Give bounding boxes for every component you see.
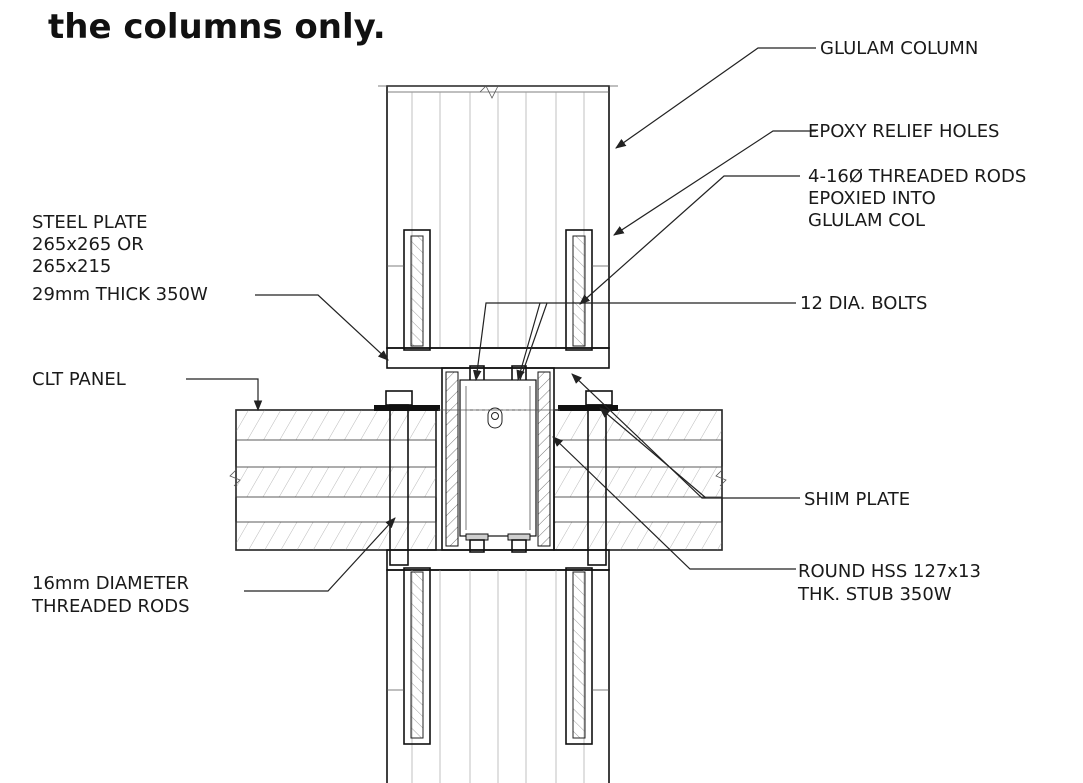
label-hss-line1: ROUND HSS 127x13 xyxy=(798,561,981,582)
label-steel-plate-line3: 265x215 xyxy=(32,256,111,277)
label-16mm-rods-line2: THREADED RODS xyxy=(31,596,190,617)
label-threaded-rods-line2: EPOXIED INTO xyxy=(808,188,936,209)
label-clt-panel: CLT PANEL xyxy=(32,369,126,390)
label-bolts: 12 DIA. BOLTS xyxy=(800,293,927,314)
callout-labels: GLULAM COLUMN EPOXY RELIEF HOLES 4-16Ø T… xyxy=(31,38,1026,617)
label-steel-plate-line2: 265x265 OR xyxy=(32,234,144,255)
clt-threaded-rods xyxy=(389,404,607,566)
label-16mm-rods-line1: 16mm DIAMETER xyxy=(32,573,189,594)
leader-lines xyxy=(186,47,816,592)
label-steel-plate-line4: 29mm THICK 350W xyxy=(32,284,208,305)
round-hss-stub xyxy=(438,367,560,551)
label-steel-plate-line1: STEEL PLATE xyxy=(32,212,148,233)
clt-panel xyxy=(229,409,727,551)
label-shim-plate: SHIM PLATE xyxy=(804,489,910,510)
label-hss-line2: THK. STUB 350W xyxy=(797,584,952,605)
bottom-steel-plate xyxy=(386,549,610,571)
label-glulam-column: GLULAM COLUMN xyxy=(820,38,978,59)
label-threaded-rods-line1: 4-16Ø THREADED RODS xyxy=(808,166,1026,187)
page-heading: the columns only. xyxy=(48,7,386,47)
bottom-bolts xyxy=(465,533,531,553)
label-threaded-rods-line3: GLULAM COL xyxy=(808,210,925,231)
lower-threaded-rods xyxy=(387,567,609,745)
top-steel-plate xyxy=(386,347,610,369)
upper-threaded-rods xyxy=(387,229,609,351)
label-epoxy-relief-holes: EPOXY RELIEF HOLES xyxy=(808,121,1000,142)
